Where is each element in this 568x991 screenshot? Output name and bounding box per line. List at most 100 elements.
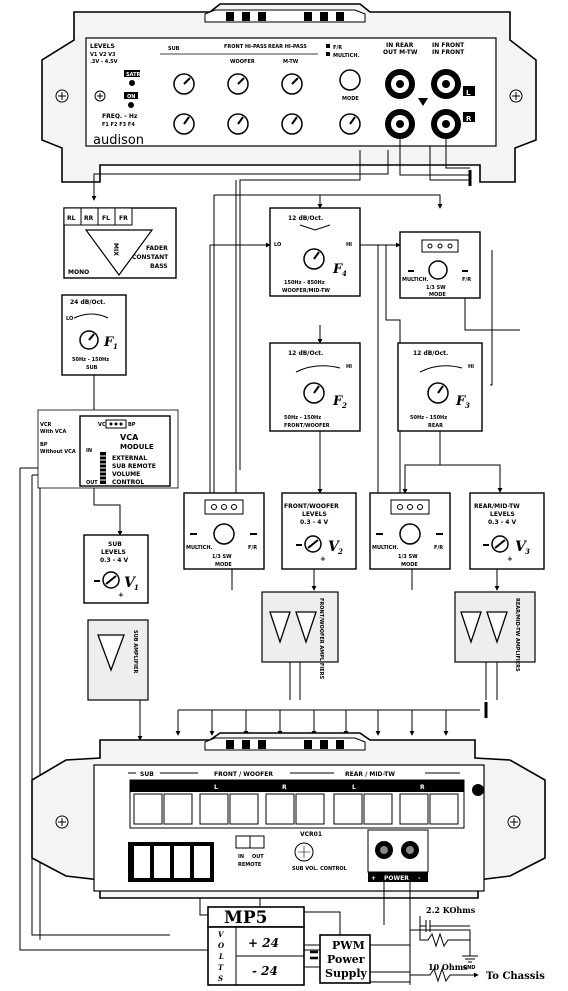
resistor-2k2-label: 2.2 KOhms	[426, 905, 476, 915]
top-amplifier-unit: LEVELS V1 V2 V3 .3V - 4.5V SATR ON FREQ.…	[42, 4, 536, 186]
pwm-label-3: Supply	[325, 967, 368, 980]
terminal-l-front: L	[214, 784, 218, 791]
out-mtw-label: OUT M-TW	[383, 49, 418, 56]
remote-out-label: OUT	[252, 854, 264, 860]
levels-label: LEVELS	[90, 43, 115, 50]
freq-label: FREQ. - Hz	[102, 113, 138, 120]
v3-range: 0.3 - 4 V	[488, 519, 517, 526]
remote-in-label: IN	[238, 854, 244, 860]
f2-subscript: 2	[341, 401, 347, 410]
v3-level-block: REAR/MID-TW LEVELS 0.3 - 4 V + V 3	[470, 493, 544, 569]
v1-subscript: 1	[134, 583, 139, 592]
speaker-terminals: L R L R	[130, 780, 464, 828]
mp5-block: MP5 V O L T S + 24 - 24	[208, 907, 304, 985]
vca-bp-left: BP	[40, 442, 48, 448]
terminal-rear-r-plus[interactable]	[430, 794, 458, 824]
f3-name: REAR	[428, 423, 443, 429]
mode-right-knob[interactable]	[400, 524, 420, 544]
v2-title: FRONT/WOOFER	[284, 503, 339, 510]
mix-label: MIX	[112, 243, 119, 256]
v1-title: SUB	[108, 541, 122, 548]
f2-slope: 12 dB/Oct.	[288, 350, 323, 357]
terminal-front-l-minus[interactable]	[230, 794, 258, 824]
f1-filter-block: 24 dB/Oct. LO F 1 50Hz - 150Hz SUB	[62, 295, 126, 375]
terminal-rear-l-plus[interactable]	[334, 794, 362, 824]
bass-label: BASS	[150, 263, 168, 270]
front-amp-label: FRONT/WOOFER AMPLIFIERS	[318, 598, 324, 679]
sub-amplifier-block: SUB AMPLIFIER	[88, 620, 148, 700]
minus-24-label: - 24	[252, 964, 278, 978]
on-label: ON	[127, 94, 135, 100]
in-front-label-1: IN FRONT	[432, 42, 465, 49]
mode-top-name: MODE	[429, 292, 446, 298]
f4-subscript: 4	[342, 269, 347, 278]
f1-name: SUB	[86, 365, 98, 371]
f2-name: FRONT/WOOFER	[284, 423, 330, 429]
terminal-front-l-plus[interactable]	[200, 794, 228, 824]
vca-ext-3: VOLUME	[112, 471, 140, 478]
f4-lo-label: LO	[274, 242, 281, 248]
f3-filter-block: 12 dB/Oct. HI F 3 50Hz - 150Hz REAR	[398, 343, 482, 431]
mode-left-knob[interactable]	[214, 524, 234, 544]
terminal-sub-minus[interactable]	[164, 794, 192, 824]
mode-top-multich: MULTICH.	[402, 277, 429, 283]
v1-level-block: SUB LEVELS 0.3 - 4 V + V 1	[84, 535, 148, 603]
vca-title-module: MODULE	[120, 443, 154, 451]
vca-out-label: OUT	[86, 480, 98, 486]
terminal-front-r-plus[interactable]	[296, 794, 324, 824]
vca-ext-2: SUB REMOTE	[112, 463, 156, 470]
terminal-rear-l-minus[interactable]	[364, 794, 392, 824]
v2-level-block: FRONT/WOOFER LEVELS 0.3 - 4 V + V 2	[282, 493, 356, 569]
f3-slope: 12 dB/Oct.	[413, 350, 448, 357]
terminal-rear-r-minus[interactable]	[400, 794, 428, 824]
mode-top-knob[interactable]	[429, 261, 447, 279]
vca-with-vca: With VCA	[40, 429, 66, 435]
terminal-front-r-minus[interactable]	[266, 794, 294, 824]
f4-name: WOOFER/MID-TW	[282, 288, 330, 294]
terminal-l-rear: L	[352, 784, 356, 791]
mp5-title: MP5	[224, 908, 267, 928]
constant-label: CONSTANT	[132, 254, 169, 261]
v2-subscript: 2	[337, 547, 343, 556]
vca-vcr-left: VCR	[40, 422, 52, 428]
bottom-front-woofer-label: FRONT / WOOFER	[214, 771, 273, 778]
mode-switch-knob[interactable]	[340, 70, 360, 90]
fr-mode-label: F/R	[333, 45, 342, 51]
bottom-sub-label: SUB	[140, 771, 154, 778]
mode-knob-label: MODE	[342, 96, 359, 102]
pwm-label-2: Power	[327, 953, 365, 966]
mode-top-block: MULTICH. F/R 1/3 SW MODE	[400, 232, 480, 298]
mode-left-name: MODE	[215, 562, 232, 568]
v2-range: 0.3 - 4 V	[300, 519, 329, 526]
mode-left-sw: 1/3 SW	[212, 554, 232, 560]
in-rear-label: IN REAR	[386, 42, 414, 49]
v2-levels: LEVELS	[302, 511, 327, 518]
vca-without-vca: Without VCA	[40, 449, 76, 455]
terminal-r-rear: R	[420, 784, 425, 791]
bottom-rear-midtw-label: REAR / MID-TW	[345, 771, 395, 778]
vca-module-block: VCR With VCA BP Without VCA VCR BP VCA M…	[38, 410, 178, 488]
mode-right-fr: F/R	[434, 545, 443, 551]
f4-slope: 12 dB/Oct.	[288, 215, 323, 222]
bottom-amplifier-unit: SUB FRONT / WOOFER REAR / MID-TW L R L R	[32, 733, 545, 898]
mtw-header: M-TW	[283, 59, 299, 65]
led-indicator-icon	[472, 784, 484, 796]
volts-l: L	[218, 952, 224, 961]
v1-levels: LEVELS	[101, 549, 126, 556]
v2-plus: +	[320, 555, 326, 563]
f3-subscript: 3	[465, 401, 470, 410]
rear-amplifier-block: REAR/MID-TW AMPLIFIERS	[455, 592, 535, 672]
terminal-sub-plus[interactable]	[134, 794, 162, 824]
f1-slope: 24 dB/Oct.	[70, 299, 105, 306]
vcr01-label: VCR01	[300, 831, 322, 838]
f4-filter-block: 12 dB/Oct. LO HI F 4 150Hz - 850Hz WOOFE…	[270, 208, 360, 296]
pwm-label-1: PWM	[332, 939, 365, 952]
in-front-label-2: IN FRONT	[432, 49, 465, 56]
f2-hi-label: HI	[346, 364, 352, 370]
sub-header: SUB	[168, 46, 180, 52]
to-chassis-label: To Chassis	[486, 971, 545, 982]
v3-plus: +	[507, 555, 513, 563]
levels-range-label: .3V - 4.5V	[90, 59, 118, 65]
chassis-network: 2.2 KOhms GND 10 Ohms To Chassis	[410, 905, 545, 982]
